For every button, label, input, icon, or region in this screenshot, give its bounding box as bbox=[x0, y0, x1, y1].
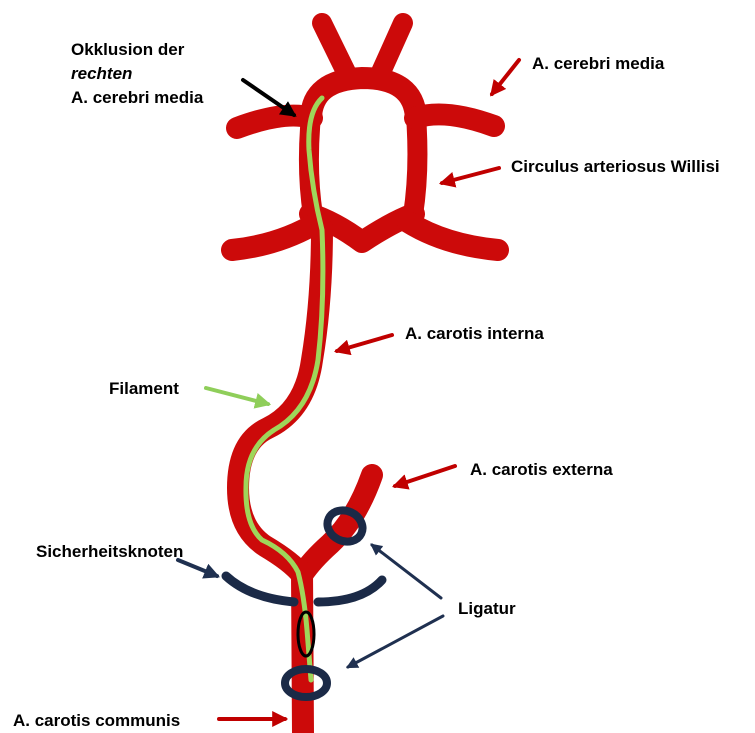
arrow-green-icon bbox=[206, 388, 268, 404]
circulus-right-wall bbox=[413, 116, 417, 215]
artery-top-right-branch bbox=[381, 23, 403, 72]
artery-cerebri-media-right bbox=[415, 114, 494, 126]
label-carotis-communis: A. carotis communis bbox=[13, 711, 180, 730]
label-ligatur: Ligatur bbox=[458, 599, 516, 618]
label-sicherheitsknoten: Sicherheitsknoten bbox=[36, 542, 183, 561]
arrow-red-icon bbox=[395, 466, 455, 486]
label-group: Okklusion der rechten A. cerebri media A… bbox=[13, 40, 720, 730]
safety-knot-left bbox=[226, 576, 294, 602]
label-occlusion-line3: A. cerebri media bbox=[71, 88, 204, 107]
arrow-navy-icon bbox=[178, 560, 217, 576]
label-occlusion-line1: Okklusion der bbox=[71, 40, 185, 59]
arrow-navy-icon bbox=[348, 616, 443, 667]
label-occlusion-line2: rechten bbox=[71, 64, 132, 83]
label-circulus: Circulus arteriosus Willisi bbox=[511, 157, 720, 176]
artery-posterior-left bbox=[232, 222, 318, 250]
artery-top-left-branch bbox=[322, 23, 346, 72]
circulus-upper bbox=[311, 78, 416, 118]
safety-knot-right bbox=[318, 580, 382, 602]
label-carotis-externa: A. carotis externa bbox=[470, 460, 613, 479]
arrow-red-icon bbox=[492, 60, 519, 94]
label-carotis-interna: A. carotis interna bbox=[405, 324, 544, 343]
arrow-red-icon bbox=[442, 168, 499, 183]
arrow-navy-icon bbox=[372, 545, 441, 598]
arrow-red-icon bbox=[337, 335, 392, 351]
arrow-group bbox=[178, 60, 519, 719]
label-filament: Filament bbox=[109, 379, 179, 398]
label-cerebri-media: A. cerebri media bbox=[532, 54, 665, 73]
artery-cerebri-media-left bbox=[237, 116, 312, 128]
artery-posterior-right bbox=[408, 222, 498, 250]
artery-network bbox=[232, 23, 498, 733]
